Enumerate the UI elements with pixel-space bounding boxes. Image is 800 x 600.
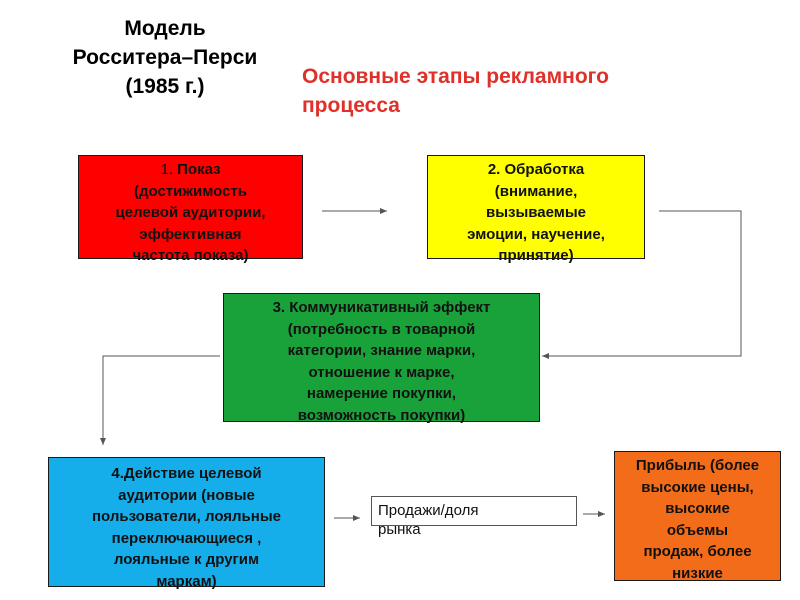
stage-profit-line-4: объемы [666,521,729,539]
stage-profit-line-6: низкие [672,564,723,582]
stage-processing-line-5: принятие) [498,247,574,264]
model-title-line-2: Росситера–Перси [72,46,258,69]
stage-box-profit: Прибыль (более высокие цены, высокие объ… [614,451,781,582]
stage-profit-line-1: Прибыль (более [635,457,760,474]
stage-processing-line-3: вызываемые [485,204,587,221]
stage-processing-line-2: (внимание, [494,182,578,200]
stage-profit-line-3: высокие [665,500,730,517]
stage-action-line-4: переключающиеся , [111,529,262,547]
stage-profit-line-2: высокие цены, [641,478,754,496]
process-subtitle: Основные этапы рекламного процесса [302,62,722,120]
stage-show-heading: Показ [177,161,221,178]
stage-show-line-3: целевой аудитории, [115,204,266,221]
stage-show-line-5: частота показа) [132,247,249,264]
stage-communication-line-5: намерение покупки, [306,385,457,402]
process-subtitle-line-2: процесса [302,94,400,117]
stage-communication-line-4: отношение к марке, [308,363,455,381]
stage-box-show: 1. Показ (достижимость целевой аудитории… [78,155,303,264]
stage-show-number: 1. [160,161,178,178]
stage-box-communication: 3. Коммуникативный эффект (потребность в… [223,293,540,424]
stage-communication-line-6: возможность покупки) [297,406,466,424]
model-title: Модель Росситера–Перси (1985 г.) [40,14,290,101]
sales-share-line-2: рынка [378,521,421,538]
process-subtitle-line-1: Основные этапы рекламного [302,65,609,88]
stage-action-line-1: 4.Действие целевой [111,465,262,482]
stage-show-line-1: 1. Показ [79,159,302,181]
stage-profit-line-5: продаж, более [643,543,752,560]
model-title-line-1: Модель [124,17,206,40]
stage-communication-line-1: 3. Коммуникативный эффект [272,299,491,316]
stage-communication-line-3: категории, знание марки, [287,342,476,359]
stage-show-line-4: эффективная [139,225,242,243]
stage-action-line-3: пользователи, лояльные [92,508,281,525]
arrow-communication-to-action [100,355,220,445]
stage-box-processing: 2. Обработка (внимание, вызываемые эмоци… [427,155,645,264]
model-title-line-3: (1985 г.) [125,75,205,98]
stage-processing-line-4: эмоции, научение, [467,225,605,243]
stage-communication-line-2: (потребность в товарной [287,320,476,338]
sales-share-line-1: Продажи/доля [378,502,479,519]
stage-processing-line-1: 2. Обработка [487,161,585,178]
stage-show-line-2: (достижимость [133,182,248,200]
stage-action-line-6: маркам) [156,572,217,590]
stage-action-line-5: лояльные к другим [113,551,260,568]
arrow-processing-to-communication [542,210,742,359]
sales-share-box: Продажи/доля рынка [371,496,577,538]
stage-box-action: 4.Действие целевой аудитории (новые поль… [48,457,325,590]
stage-action-line-2: аудитории (новые [118,486,255,504]
